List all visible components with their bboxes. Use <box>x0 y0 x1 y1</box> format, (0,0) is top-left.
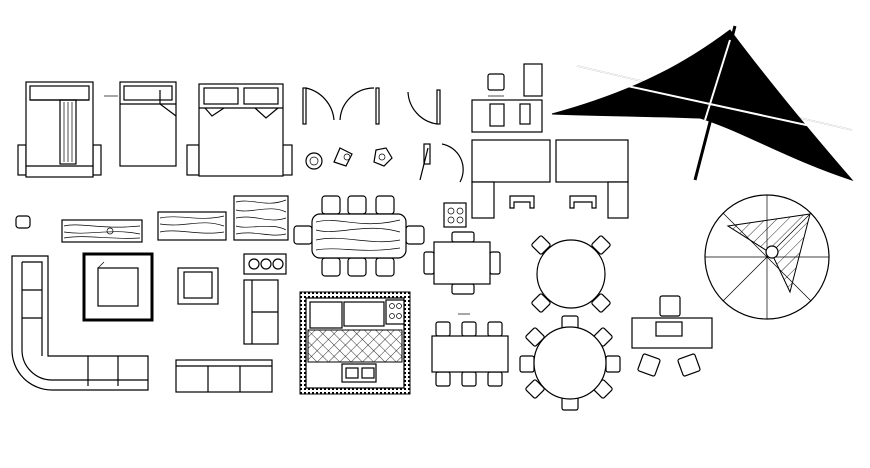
coffee-table-with-rug <box>82 252 154 322</box>
sectional-sofa <box>11 215 149 391</box>
office-desk-with-chair <box>471 63 543 133</box>
dining-table-with-8-chairs <box>293 195 425 277</box>
single-bed <box>104 81 177 167</box>
single-swing-door <box>302 87 335 125</box>
kitchen-layout <box>299 291 411 395</box>
single-bed-with-nightstands <box>17 81 102 178</box>
gas-stove <box>243 202 467 275</box>
door-arc <box>407 89 441 125</box>
wood-texture-panels <box>61 195 289 243</box>
double-swing-door <box>339 87 380 125</box>
three-seat-sofa <box>175 359 273 393</box>
armchair-single <box>177 267 219 305</box>
square-table-with-4-chairs <box>423 231 501 295</box>
armchairs <box>419 143 464 183</box>
two-seat-sofa <box>243 279 279 345</box>
rectangular-table-with-6-chairs <box>431 313 509 387</box>
potted-plants <box>305 147 393 170</box>
desks-with-chairs <box>471 139 629 219</box>
umbrella-top-view <box>551 25 854 182</box>
double-bed-with-nightstands <box>186 83 293 177</box>
round-table-with-8-chairs <box>519 315 621 411</box>
patio-umbrella-round <box>704 194 830 320</box>
desk-with-chairs <box>631 295 713 377</box>
round-table-with-4-chairs <box>531 235 611 313</box>
